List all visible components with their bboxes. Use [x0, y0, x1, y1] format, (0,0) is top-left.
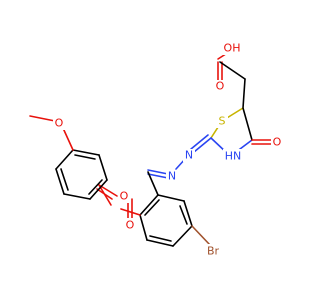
bond-m-6-inner — [88, 179, 103, 195]
bond-ar-4-inner — [149, 235, 172, 242]
bond-ar-1 — [157, 194, 185, 202]
atom-br: Br — [207, 245, 220, 258]
br-label: Br — [204, 244, 222, 258]
bond-ch-ring — [147, 171, 159, 196]
bond-m-5 — [63, 193, 91, 200]
bond-ar-6 — [139, 194, 159, 216]
oh-label: OH — [222, 41, 242, 55]
atom-s: S — [219, 115, 226, 128]
bond-n-ch-a — [147, 169, 169, 175]
bond-m-2 — [72, 149, 100, 156]
bond-acid-ch2 — [219, 61, 246, 80]
bond-c4-c5 — [242, 107, 253, 141]
bond-c-o-carbonyl-a — [98, 184, 118, 197]
bond-m-6 — [89, 179, 108, 200]
bond-ar-2-inner — [179, 205, 188, 225]
n2-label: N — [166, 170, 178, 183]
molecule-structure-diagram: OH O S O HN N N O — [29, 41, 283, 258]
atom-o-ester-carbonyl: O — [120, 190, 129, 203]
acid-o-label: O — [214, 80, 226, 93]
ester-o-label: O — [124, 218, 136, 232]
atom-n-hydrazone-1: N — [185, 149, 193, 162]
ketone-o-label: O — [271, 136, 283, 149]
atom-o-ester: O — [126, 219, 135, 232]
bond-ar-5 — [139, 214, 148, 241]
atom-o-acid: O — [216, 80, 225, 93]
methoxy-o-label: O — [53, 117, 65, 130]
bond-c-o-carbonyl-b — [96, 188, 113, 200]
bond-m-2-inner — [74, 154, 96, 160]
ester-carbonyl-o-label: O — [118, 190, 130, 203]
bond-ar-4 — [146, 239, 174, 247]
bond-o-ch3 — [29, 115, 56, 122]
bond-m-1 — [98, 154, 108, 181]
bond-c2-n-a — [193, 137, 212, 153]
bond-ch2-ring — [242, 78, 246, 109]
bond-ar-br — [191, 225, 211, 246]
atom-label-layer: OH O S O HN N N O — [53, 41, 283, 258]
n1-label: N — [183, 149, 195, 162]
atom-o-methoxy: O — [55, 117, 64, 130]
bond-ar-6-inner — [144, 199, 160, 216]
atom-o-ketone: O — [273, 136, 282, 149]
hn-label: HN — [223, 149, 243, 163]
bond-n-ch-b — [147, 173, 169, 179]
bond-layer — [29, 49, 273, 247]
bond-ar-3 — [172, 225, 193, 247]
bond-ar-2 — [183, 200, 193, 227]
bond-m-3 — [55, 149, 74, 170]
atom-oh: OH — [224, 42, 241, 55]
bond-ar-o — [120, 208, 141, 216]
atom-hn: HN — [225, 150, 242, 163]
s-label: S — [215, 114, 228, 128]
bond-m-4-inner — [60, 168, 69, 191]
bond-c2-n-b — [190, 134, 209, 150]
atom-n-hydrazone-2: N — [168, 170, 176, 183]
bond-m-4 — [55, 168, 65, 195]
bond-m-o — [62, 127, 74, 151]
